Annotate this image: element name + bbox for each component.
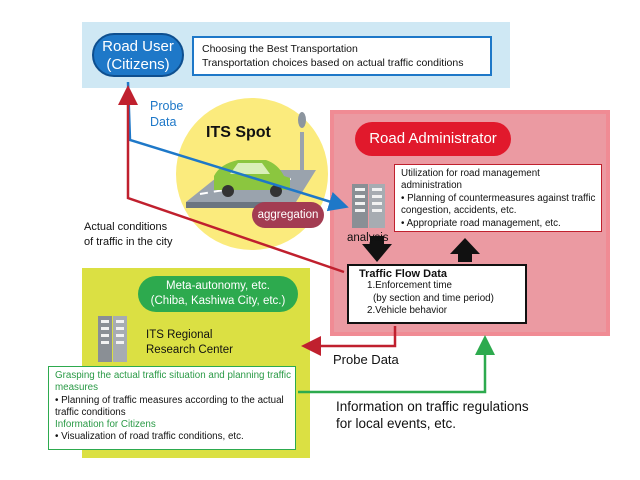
meta-autonomy-line1: Meta-autonomy, etc. bbox=[166, 280, 270, 292]
probe-data-label-line1: Probe bbox=[150, 99, 184, 113]
traffic-flow-title: Traffic Flow Data bbox=[359, 268, 448, 280]
research-center-line2: Research Center bbox=[146, 344, 233, 356]
road-user-description-box: Choosing the Best Transportation Transpo… bbox=[192, 36, 492, 76]
road-management-box: Utilization for road management administ… bbox=[394, 164, 602, 232]
road-user-box-text: Transportation choices based on actual t… bbox=[202, 57, 464, 69]
antenna-pole-icon bbox=[298, 112, 306, 180]
traffic-measures-box: Grasping the actual traffic situation an… bbox=[48, 366, 296, 450]
its-spot-title: ITS Spot bbox=[206, 124, 271, 141]
analysis-label: analysis bbox=[347, 232, 389, 244]
aggregation-label: aggregation bbox=[252, 202, 324, 228]
road-user-subtitle: (Citizens) bbox=[106, 56, 170, 73]
research-center-line1: ITS Regional bbox=[146, 329, 213, 341]
actual-conditions-arrow bbox=[118, 85, 345, 274]
traffic-regulations-line2: for local events, etc. bbox=[336, 416, 457, 431]
probe-data-label: Probe Data bbox=[150, 98, 183, 130]
research-center-label: ITS Regional Research Center bbox=[146, 328, 233, 358]
road-management-item: • Planning of countermeasures against tr… bbox=[401, 192, 596, 217]
road-management-title: Utilization for road management administ… bbox=[401, 168, 540, 192]
citizens-info-item: • Visualization of road traffic conditio… bbox=[55, 431, 244, 443]
traffic-flow-item: (by section and time period) bbox=[373, 292, 494, 304]
probe-data-bottom-arrow bbox=[301, 326, 397, 356]
road-administrator-title: Road Administrator bbox=[355, 122, 511, 156]
actual-conditions-line2: of traffic in the city bbox=[84, 235, 173, 248]
road-user-title: Road User bbox=[102, 38, 174, 55]
traffic-measures-heading: Grasping the actual traffic situation an… bbox=[55, 370, 291, 394]
citizens-info-heading: Information for Citizens bbox=[55, 419, 156, 431]
probe-data-bottom-label: Probe Data bbox=[333, 352, 399, 367]
road-management-item: • Appropriate road management, etc. bbox=[401, 217, 561, 229]
up-arrow-icon bbox=[450, 238, 480, 262]
traffic-flow-item: 1.Enforcement time bbox=[367, 280, 452, 292]
road-user-pill: Road User (Citizens) bbox=[92, 33, 184, 77]
admin-server-icon bbox=[352, 184, 385, 228]
traffic-measures-item: • Planning of traffic measures according… bbox=[55, 394, 284, 418]
traffic-regulations-line1: Information on traffic regulations bbox=[336, 399, 529, 414]
traffic-flow-item: 2.Vehicle behavior bbox=[367, 304, 448, 316]
regulations-arrow bbox=[298, 335, 495, 394]
road-user-box-title: Choosing the Best Transportation bbox=[202, 43, 358, 55]
actual-conditions-label: Actual conditions of traffic in the city bbox=[84, 220, 172, 249]
probe-data-label-line2: Data bbox=[150, 115, 177, 129]
down-arrow-icon bbox=[362, 236, 392, 262]
traffic-regulations-info: Information on traffic regulations for l… bbox=[336, 398, 529, 432]
research-server-icon bbox=[98, 316, 127, 362]
actual-conditions-line1: Actual conditions bbox=[84, 221, 168, 233]
meta-autonomy-title: Meta-autonomy, etc. (Chiba, Kashiwa City… bbox=[138, 276, 298, 312]
meta-autonomy-line2: (Chiba, Kashiwa City, etc.) bbox=[150, 295, 286, 307]
traffic-flow-data-box: Traffic Flow Data 1.Enforcement time (by… bbox=[347, 264, 527, 324]
